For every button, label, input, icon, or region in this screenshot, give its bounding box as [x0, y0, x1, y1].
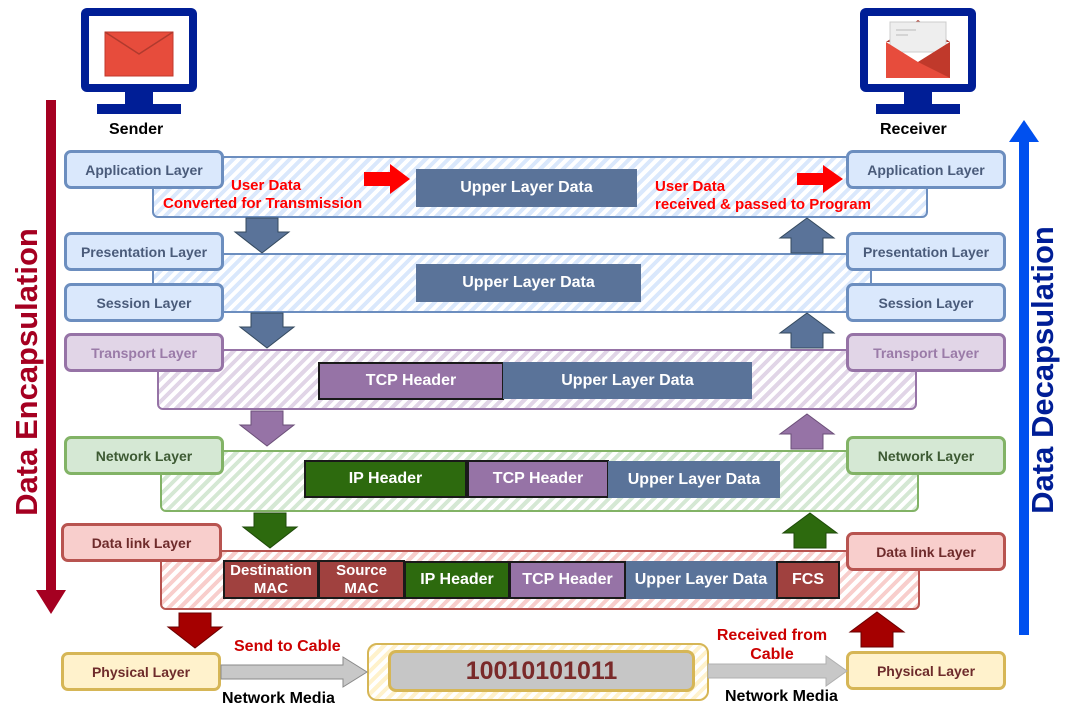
down-arrow-icon	[241, 512, 299, 549]
up-arrow-icon	[778, 217, 836, 254]
bitstream-box: 10010101011	[388, 650, 695, 692]
network-tcp-header: TCP Header	[467, 460, 609, 498]
up-arrow-icon	[778, 312, 836, 349]
source-mac: Source MAC	[318, 560, 405, 599]
receiver-presentation-layer[interactable]: Presentation Layer	[846, 232, 1006, 271]
down-arrow-icon	[238, 410, 296, 447]
network-media-label-left: Network Media	[222, 690, 335, 707]
sender-application-layer[interactable]: Application Layer	[64, 150, 224, 189]
sender-physical-layer[interactable]: Physical Layer	[61, 652, 221, 691]
note-line-1: User Data	[231, 177, 302, 194]
destination-mac: Destination MAC	[223, 560, 319, 599]
user-data-received-note: User Data received & passed to Program	[655, 178, 871, 214]
down-arrow-icon	[233, 217, 291, 254]
network-media-label-right: Network Media	[725, 688, 838, 705]
presentation-upper-layer-data: Upper Layer Data	[416, 264, 641, 302]
up-arrow-icon	[848, 611, 906, 648]
down-arrow-icon	[238, 312, 296, 349]
transport-upper-layer-data: Upper Layer Data	[503, 362, 752, 399]
bitstream-value: 10010101011	[465, 656, 618, 685]
receiver-network-layer[interactable]: Network Layer	[846, 436, 1006, 475]
user-data-converted-note: User Data Converted for Transmission	[163, 177, 362, 213]
send-to-cable-label: Send to Cable	[234, 638, 341, 655]
up-arrow-icon	[781, 512, 839, 549]
receiver-datalink-layer[interactable]: Data link Layer	[846, 532, 1006, 571]
sender-session-layer[interactable]: Session Layer	[64, 283, 224, 322]
red-right-arrow-icon	[797, 165, 843, 193]
sender-transport-layer[interactable]: Transport Layer	[64, 333, 224, 372]
sender-network-layer[interactable]: Network Layer	[64, 436, 224, 475]
receiver-transport-layer[interactable]: Transport Layer	[846, 333, 1006, 372]
fcs-trailer: FCS	[776, 561, 840, 599]
datalink-ip-header: IP Header	[404, 561, 510, 599]
application-upper-layer-data: Upper Layer Data	[416, 169, 637, 207]
datalink-upper-layer-data: Upper Layer Data	[626, 561, 776, 599]
note-line-2: Converted for Transmission	[163, 195, 363, 212]
receiver-computer-icon	[860, 8, 976, 114]
network-ip-header: IP Header	[304, 460, 467, 498]
sender-label: Sender	[109, 121, 164, 138]
receiver-physical-layer[interactable]: Physical Layer	[846, 651, 1006, 690]
red-right-arrow-icon	[364, 164, 410, 194]
receiver-session-layer[interactable]: Session Layer	[846, 283, 1006, 322]
encapsulation-arrow-icon	[36, 100, 66, 614]
up-arrow-icon	[778, 413, 836, 450]
datalink-tcp-header: TCP Header	[509, 561, 626, 599]
sender-presentation-layer[interactable]: Presentation Layer	[64, 232, 224, 271]
down-arrow-icon	[166, 612, 224, 649]
decapsulation-arrow-icon	[1009, 120, 1039, 635]
transport-tcp-header: TCP Header	[318, 362, 504, 400]
receiver-application-layer[interactable]: Application Layer	[846, 150, 1006, 189]
network-media-arrow-icon	[707, 655, 848, 687]
sender-computer-icon	[81, 8, 197, 114]
sender-datalink-layer[interactable]: Data link Layer	[61, 523, 222, 562]
network-media-arrow-icon	[220, 656, 368, 688]
note-line-2: received & passed to Program	[655, 196, 871, 213]
network-upper-layer-data: Upper Layer Data	[608, 461, 780, 498]
received-from-cable-label: Received from Cable	[712, 626, 832, 664]
receiver-label: Receiver	[880, 121, 947, 138]
label-line-2: Cable	[750, 646, 794, 663]
label-line-1: Received from	[716, 627, 828, 644]
note-line-1: User Data	[655, 178, 726, 195]
